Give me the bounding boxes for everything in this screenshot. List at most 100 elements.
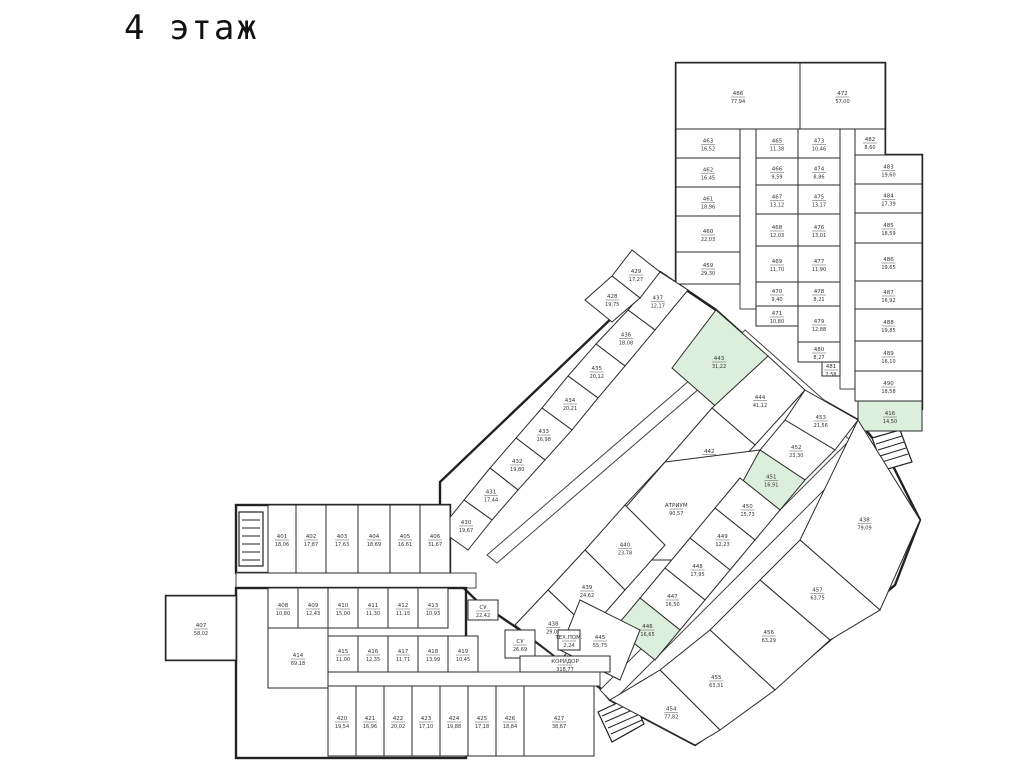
room-area: 17,44 — [484, 498, 498, 504]
room-outline — [797, 245, 841, 283]
room-number: 439 — [582, 585, 593, 591]
room[interactable]: 412 11,15 — [387, 587, 419, 629]
room-area: 63,29 — [762, 638, 776, 644]
room-number: 485 — [883, 223, 894, 229]
room-number: 417 — [398, 649, 409, 655]
room-area: 77,82 — [664, 714, 678, 720]
room-area: 19,60 — [881, 173, 895, 179]
room-outline — [821, 361, 841, 377]
room-area: 57,00 — [835, 99, 849, 105]
room-area: 12,23 — [715, 542, 729, 548]
room-area: 18,69 — [367, 542, 381, 548]
room-number: 434 — [565, 398, 576, 404]
room-area: 90,57 — [669, 511, 683, 517]
room-number: 469 — [772, 259, 783, 265]
room-number: 423 — [421, 716, 432, 722]
room-outline — [519, 655, 611, 673]
room-number: 412 — [398, 603, 409, 609]
room-number: 486 — [733, 91, 744, 97]
room-area: 16,61 — [398, 542, 412, 548]
room-area: 11,15 — [396, 611, 410, 617]
room-area: 8,27 — [813, 355, 824, 361]
room-number: 433 — [539, 429, 550, 435]
room-area: 31,67 — [428, 542, 442, 548]
room-number: 445 — [595, 635, 606, 641]
room[interactable]: ТЕХ.ПОМ.2,24 — [554, 629, 583, 651]
room-area: 16,92 — [881, 298, 895, 304]
room-area: 23,78 — [618, 551, 632, 557]
room-number: 482 — [865, 137, 876, 143]
room-area: 21,56 — [814, 423, 828, 429]
room-outline — [357, 504, 391, 574]
room-area: 9,40 — [771, 297, 782, 303]
room-area: 58,02 — [194, 631, 208, 637]
